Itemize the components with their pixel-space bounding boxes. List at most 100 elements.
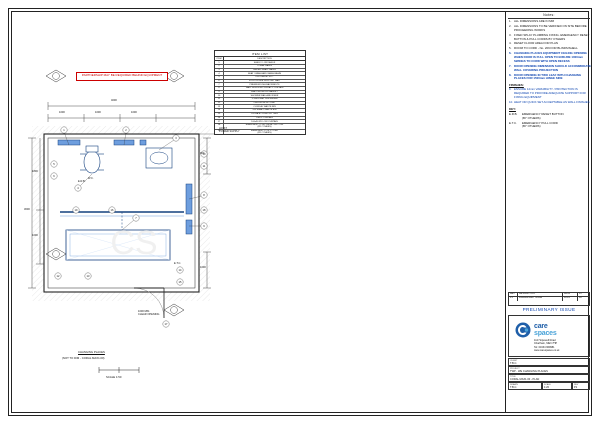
svg-text:14: 14 [179,268,182,272]
key-sub: (BY OTHERS) [522,124,541,129]
rev-value: P1 [574,386,578,390]
drawn-value: T.B.C. [510,386,518,390]
drawing-title-field: TITLE CORAL MAX1.00 - PLAN [508,374,590,382]
project-label: PROJECT [510,367,520,370]
titleblock-logo-panel: care spaces 112 Hopewell Road Chartham, … [508,315,590,357]
rev-field: REV P1 [572,382,590,390]
note-item: 2.ALL DIMENSIONS TO BE VERIFIED ON SITE … [509,23,587,32]
svg-text:2: 2 [125,128,127,132]
svg-text:16: 16 [111,208,114,212]
etc-label: E.T.C. [174,262,182,265]
drawing-title-label: TITLE [510,375,516,378]
key-code: E.R.B. [509,111,518,116]
scale-value: 1:20 [544,386,550,390]
dim-top-seg-2: 1000 [95,111,101,114]
dim-right-1000: 1000 [200,266,206,269]
wc-label: W.C. [88,177,94,180]
key-desc: EMERGENCY PULL CORD [522,120,558,125]
address-line2: Chartham, ME3 7HP [534,342,558,346]
note-item: 5.ROOM TO CORD - No. 209 FOR BLINDS/SHEL… [509,46,578,51]
svg-text:18: 18 [203,208,206,212]
note-item-highlighted: 6.CHANGING PLACES EQUIPMENT CEILING OPEN… [509,51,587,63]
address-line3: Tel: 01634 969981 [534,345,555,349]
key-item: E.T.C. EMERGENCY PULL CORD (BY OTHERS) [509,120,591,130]
erb-label: E.R.B. [78,180,86,183]
note-item: 1.ALL DIMENSIONS ARE IN MM [509,19,555,23]
project-value: TWP - WE CHANGING PLACES [510,370,548,374]
svg-text:4: 4 [77,186,79,190]
dim-right-900: 900 [200,152,205,155]
note-item: 3.FIXED SPLAY PLUMBING FIXING. EMERGENCY… [509,32,590,41]
svg-text:13: 13 [87,274,90,278]
revision-header-desc: DESCRIPTION [518,293,563,297]
svg-text:15: 15 [179,280,182,284]
key-sub: (BY OTHERS) [522,115,541,120]
dim-overall-top: 4000 [111,99,117,102]
item-list-header-row: ITEM DESCRIPTION [215,57,305,62]
svg-text:1: 1 [63,128,65,132]
project-field: PROJECT TWP - WE CHANGING PLACES [508,366,590,374]
status-badge: PRELIMINARY ISSUE [522,307,576,312]
carespaces-logo-icon [515,322,531,338]
revision-header-by: BY [579,293,583,295]
notes-rule [508,18,590,19]
svg-text:6: 6 [53,174,55,178]
client-value: T.B.C. [510,362,518,366]
svg-text:5: 5 [53,162,55,166]
svg-text:11: 11 [203,164,206,168]
plan-subtitle: (NOT TO DIM - CORAL MAX1.00) [62,356,105,360]
finishes-heading: FINISHES: [509,83,524,88]
company-name-line2: spaces [534,330,557,338]
drawn-field: DRAWN T.B.C. [508,382,542,390]
finish-item: 10.HEAT OR QUICK SET ACCEPTABLE AS WALL … [509,99,590,104]
item-list-title: ITEM LIST [215,51,305,58]
svg-text:8: 8 [203,193,205,197]
partnership-warning-note: PARTNERSHIP MAY BE REQUIRED BEHIND EQUIP… [76,72,168,81]
right-panel-divider [505,11,506,413]
revision-table: REV DESCRIPTION DATE BY P1 PRELIMINARY I… [508,292,590,306]
revision-by: JD [579,297,582,300]
plan-title: CHANGING PLACES [78,350,105,354]
finish-item: 9.ENSURE 12mm VARIABILITY / PROTECTION I… [509,87,586,99]
company-name: care spaces [534,323,557,338]
drawn-label: DRAWN [510,383,518,386]
rev-label: REV [574,383,579,386]
revision-rev: P1 [509,297,518,301]
company-address: 112 Hopewell Road Chartham, ME3 7HP Tel:… [534,339,559,353]
key-heading: KEY: [509,106,516,111]
revision-row: P1 PRELIMINARY ISSUE 10.21 JD [509,297,589,301]
dim-top-seg-1: 1000 [59,111,65,114]
notes-list: 1.ALL DIMENSIONS ARE IN MM 2.ALL DIMENSI… [509,19,591,130]
notes-heading: Notes: [543,13,555,17]
revision-header-date: DATE [563,293,578,297]
key-code: E.T.C. [509,120,517,125]
svg-text:17: 17 [165,322,168,326]
revision-header-row: REV DESCRIPTION DATE BY [509,293,589,298]
partnership-warning-text: PARTNERSHIP MAY BE REQUIRED BEHIND EQUIP… [81,73,163,78]
company-name-line1: care [534,323,548,330]
svg-text:7: 7 [135,216,137,220]
watermark: CS [110,224,157,262]
client-field: CLIENT T.B.C. [508,358,590,366]
note-item-highlighted: 7.DOOR OPENING DIMENSION SHOULD ACCOMMOD… [509,63,591,72]
